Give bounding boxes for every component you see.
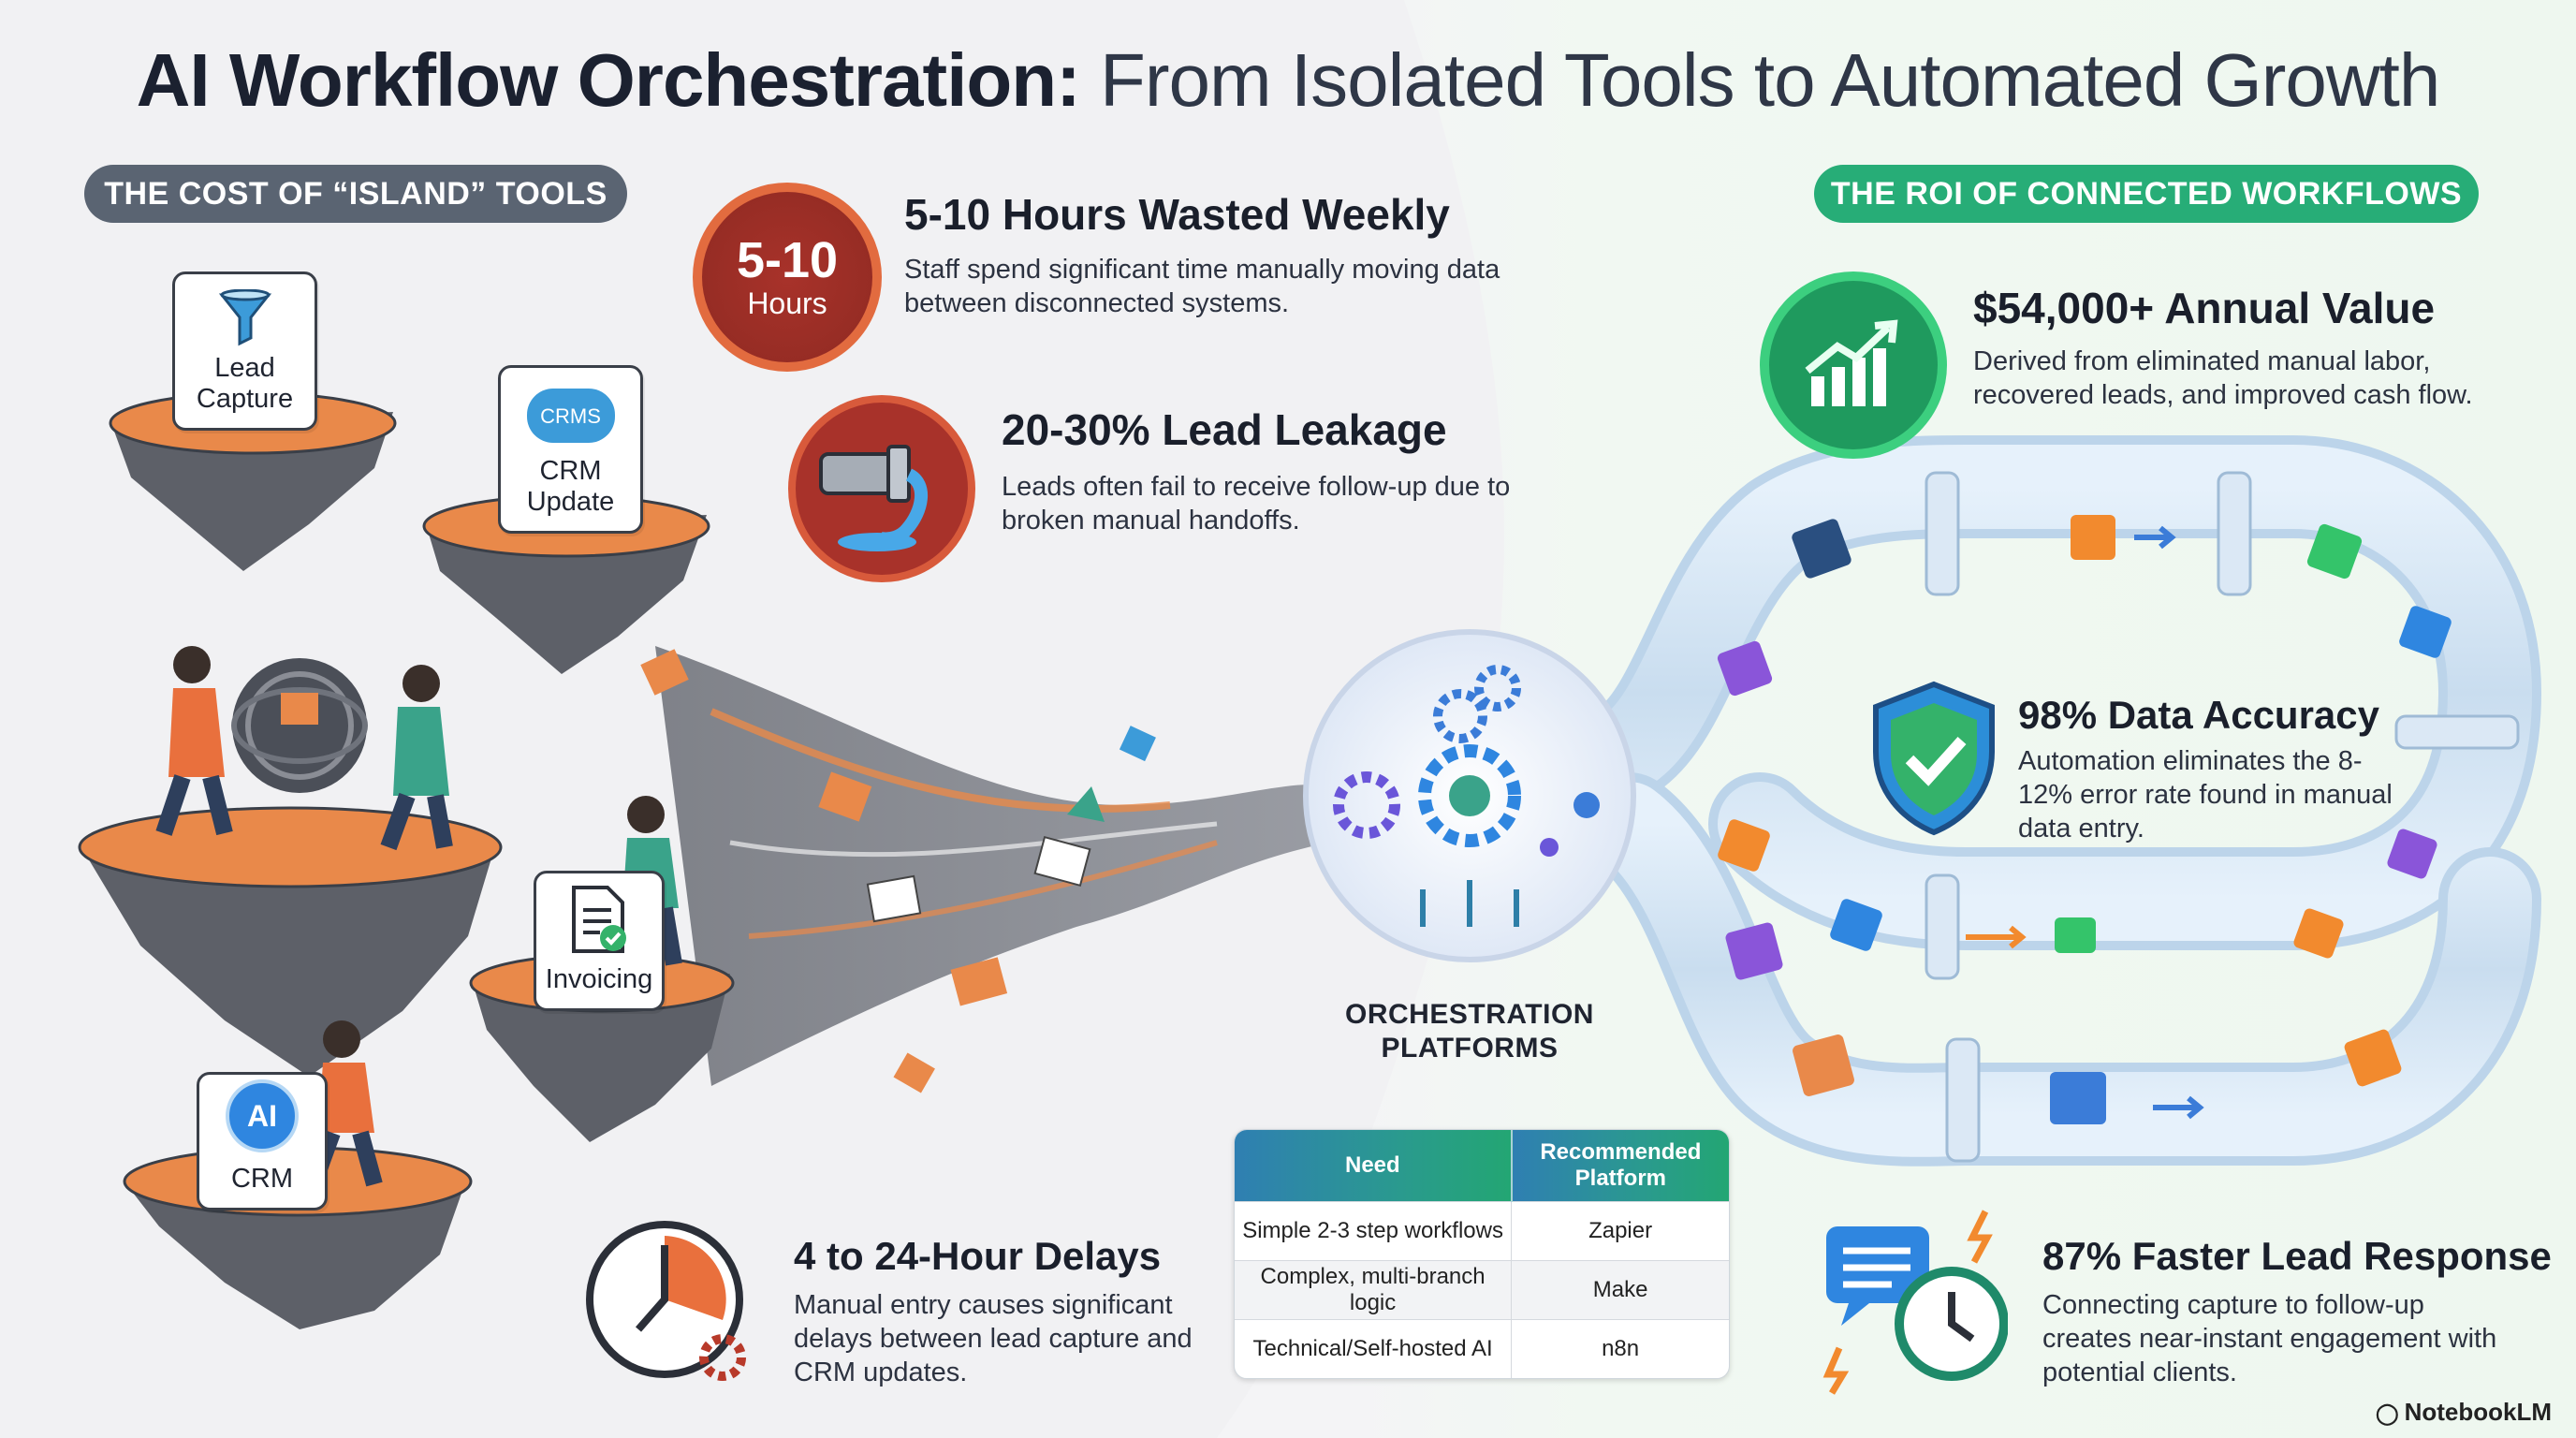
ai-icon: AI bbox=[226, 1079, 299, 1152]
table-row: Technical/Self-hosted AI n8n bbox=[1235, 1319, 1729, 1378]
table-cell-platform: n8n bbox=[1511, 1319, 1729, 1378]
orchestration-label-line1: ORCHESTRATION bbox=[1345, 999, 1594, 1030]
footer-brand-label: NotebookLM bbox=[2404, 1398, 2552, 1426]
ai-icon-label: AI bbox=[247, 1098, 277, 1133]
crms-icon-label: CRMS bbox=[540, 404, 601, 428]
hours-badge: 5-10 Hours bbox=[693, 183, 882, 372]
island-label-invoicing: Invoicing bbox=[545, 964, 653, 994]
tangled-data-ball bbox=[231, 658, 368, 793]
island-card-crm-update: CRMS CRM Update bbox=[498, 365, 643, 534]
section-pill-roi: THE ROI OF CONNECTED WORKFLOWS bbox=[1814, 165, 2479, 223]
table-cell-platform: Make bbox=[1511, 1260, 1729, 1320]
page-title-bold: AI Workflow Orchestration: bbox=[136, 38, 1081, 122]
table-header-need: Need bbox=[1235, 1130, 1512, 1202]
hours-badge-unit: Hours bbox=[747, 286, 827, 320]
leakage-stat-title: 20-30% Lead Leakage bbox=[1002, 405, 1447, 454]
notebooklm-logo-icon: ◯ bbox=[2375, 1401, 2399, 1425]
chat-clock-icon bbox=[1821, 1208, 2009, 1395]
table-cell-need: Simple 2-3 step workflows bbox=[1235, 1201, 1512, 1261]
connected-pipeline bbox=[1577, 435, 2542, 1167]
hours-badge-value: 5-10 bbox=[736, 231, 839, 288]
document-check-icon bbox=[572, 886, 626, 953]
orchestration-label-line2: PLATFORMS bbox=[1381, 1033, 1559, 1064]
island-card-invoicing: Invoicing bbox=[534, 871, 665, 1011]
leakage-badge bbox=[788, 395, 975, 582]
crms-icon: CRMS bbox=[526, 389, 615, 443]
section-pill-costs: THE COST OF “ISLAND” TOOLS bbox=[84, 165, 627, 223]
platform-table: Need Recommended Platform Simple 2-3 ste… bbox=[1234, 1129, 1730, 1379]
accuracy-stat-desc: Automation eliminates the 8-12% error ra… bbox=[2018, 746, 2393, 844]
page-title-rest: From Isolated Tools to Automated Growth bbox=[1100, 38, 2440, 122]
shield-check-icon bbox=[1868, 679, 1999, 838]
hours-stat-title: 5-10 Hours Wasted Weekly bbox=[904, 190, 1450, 239]
clock-icon bbox=[582, 1217, 751, 1386]
accuracy-stat-title: 98% Data Accuracy bbox=[2018, 693, 2379, 737]
delays-stat-title: 4 to 24-Hour Delays bbox=[794, 1234, 1162, 1278]
island-label-lead-capture: Lead Capture bbox=[196, 353, 294, 414]
table-cell-platform: Zapier bbox=[1511, 1201, 1729, 1261]
table-cell-need: Technical/Self-hosted AI bbox=[1235, 1319, 1512, 1378]
table-row: Simple 2-3 step workflows Zapier bbox=[1235, 1201, 1729, 1261]
island-card-ai-crm: AI CRM bbox=[197, 1072, 328, 1211]
leakage-stat-desc: Leads often fail to receive follow-up du… bbox=[1002, 472, 1511, 536]
island-label-crm-update: CRM Update bbox=[526, 456, 615, 517]
table-header-platform: Recommended Platform bbox=[1510, 1130, 1729, 1202]
leaking-pipe-icon bbox=[819, 445, 929, 551]
orchestration-label: ORCHESTRATION PLATFORMS bbox=[1310, 998, 1629, 1065]
value-stat-desc: Derived from eliminated manual labor, re… bbox=[1973, 346, 2473, 410]
island-card-lead-capture: Lead Capture bbox=[172, 271, 317, 431]
response-stat-title: 87% Faster Lead Response bbox=[2042, 1234, 2552, 1278]
orchestration-hub bbox=[1303, 629, 1636, 962]
funnel-icon bbox=[218, 289, 271, 346]
table-row: Complex, multi-branch logic Make bbox=[1235, 1260, 1729, 1320]
hours-stat-desc: Staff spend significant time manually mo… bbox=[904, 255, 1500, 318]
table-cell-need: Complex, multi-branch logic bbox=[1235, 1260, 1512, 1320]
delays-stat-desc: Manual entry causes significant delays b… bbox=[794, 1290, 1193, 1387]
value-badge bbox=[1760, 271, 1947, 459]
page-title: AI Workflow Orchestration: From Isolated… bbox=[0, 37, 2576, 124]
growth-chart-icon bbox=[1805, 319, 1898, 406]
footer-brand: ◯NotebookLM bbox=[2376, 1398, 2552, 1427]
response-stat-desc: Connecting capture to follow-up creates … bbox=[2042, 1290, 2497, 1387]
value-stat-title: $54,000+ Annual Value bbox=[1973, 284, 2436, 332]
chaotic-data-stream bbox=[640, 646, 1329, 1093]
island-label-crm: CRM bbox=[230, 1164, 294, 1194]
